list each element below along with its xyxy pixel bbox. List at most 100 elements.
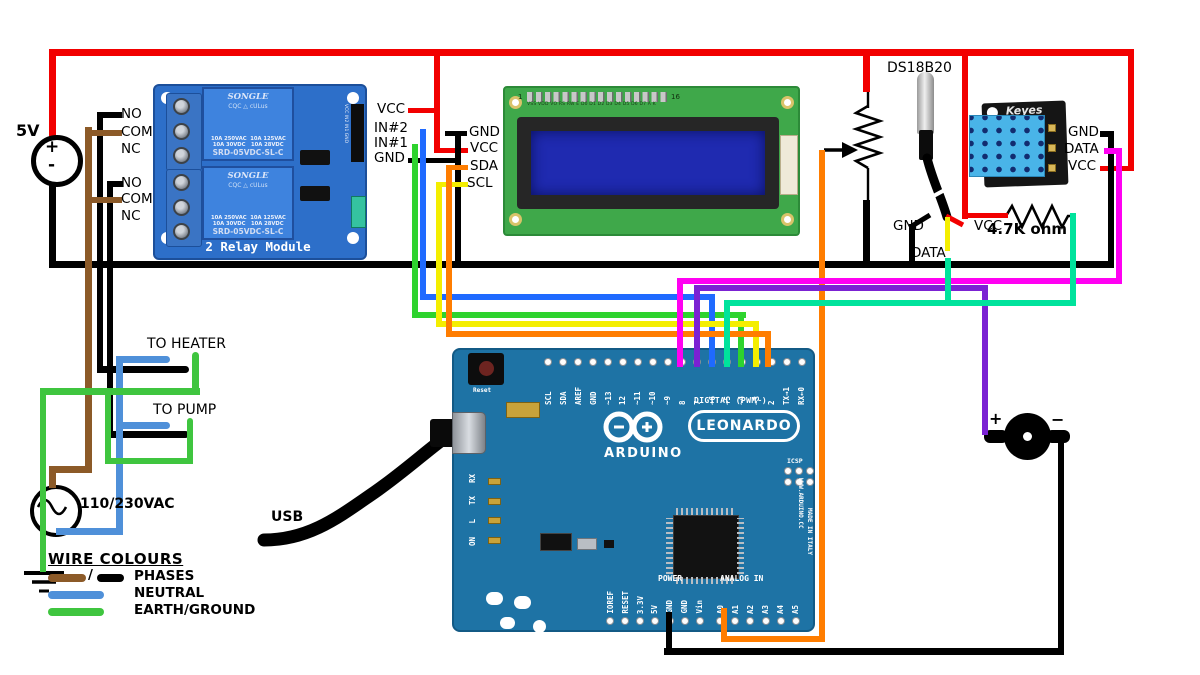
wire-earth-main-horiz bbox=[40, 388, 200, 395]
pin-dot bbox=[173, 98, 190, 115]
dht11-sensor-block bbox=[969, 115, 1045, 177]
pin-dot bbox=[806, 467, 814, 475]
oscillator bbox=[506, 402, 540, 418]
relay-in1-label: IN#1 bbox=[374, 135, 408, 151]
wire-black-buzzer-vert bbox=[1058, 436, 1064, 654]
pump-label: TO PUMP bbox=[153, 402, 217, 418]
relay-gnd-label: GND bbox=[374, 150, 405, 166]
wire-red-top-bus bbox=[49, 49, 1134, 56]
analog-pin-label: A4 bbox=[776, 604, 785, 614]
pin-dot bbox=[621, 617, 629, 625]
digital-caption: DIGITAL (PWM~) bbox=[694, 396, 768, 405]
pin-dot bbox=[761, 617, 770, 625]
status-leds bbox=[488, 478, 501, 544]
ds18b20-data-label: DATA bbox=[911, 245, 946, 261]
pin-dot bbox=[1048, 124, 1056, 132]
wire-purple-pin7-drop bbox=[694, 285, 700, 367]
dht11-data-label: DATA bbox=[1064, 141, 1099, 157]
wire-spring-ds-data-drop bbox=[945, 258, 951, 306]
relay2-no-label: NO bbox=[121, 175, 142, 191]
digital-pin-label: SDA bbox=[558, 391, 568, 405]
wire-orange-pin2-drop bbox=[765, 331, 771, 367]
wire-red-relay-vcc bbox=[408, 108, 436, 113]
wire-brown-vert bbox=[85, 127, 92, 473]
wire-yellow-vert bbox=[436, 182, 442, 326]
lcd-scl-label: SCL bbox=[467, 175, 493, 191]
mount-hole bbox=[533, 620, 546, 633]
wire-brown-jog-vert bbox=[49, 466, 56, 488]
pin-dot bbox=[488, 497, 501, 505]
relay-opto-ic-1 bbox=[300, 150, 330, 165]
ds18b20-probe-tube bbox=[917, 72, 934, 134]
mount-hole bbox=[500, 617, 515, 629]
wire-black-pump-stub bbox=[107, 431, 189, 438]
power-pin-label: 5V bbox=[650, 604, 660, 614]
model-badge: LEONARDO bbox=[688, 410, 800, 442]
usb-label: USB bbox=[271, 509, 304, 525]
pin-dot bbox=[488, 517, 501, 525]
lcd-pin-strip bbox=[527, 92, 669, 102]
relay1-no-label: NO bbox=[121, 106, 142, 122]
led-label: RX bbox=[468, 474, 477, 484]
wire-brown-com2 bbox=[92, 197, 122, 203]
wire-blue-pin6-drop bbox=[709, 294, 715, 367]
wire-blue-horiz bbox=[420, 294, 715, 300]
heater-label: TO HEATER bbox=[147, 336, 227, 352]
wire-red-lcd-vcc bbox=[438, 148, 468, 153]
lcd-pin-first: 1 bbox=[518, 93, 523, 101]
pin-dot bbox=[173, 147, 190, 164]
analog-pin-holes bbox=[716, 617, 800, 627]
pin-dot bbox=[795, 478, 803, 486]
wire-orange-a0-drop bbox=[721, 608, 727, 642]
legend-swatch-phase-black bbox=[97, 574, 124, 582]
ds18b20-gnd-label: GND bbox=[893, 218, 924, 234]
pin-dot bbox=[784, 467, 792, 475]
wire-red-5v-drop bbox=[49, 49, 56, 138]
wire-yellow-horiz bbox=[436, 321, 759, 327]
wire-brown-com1 bbox=[92, 130, 122, 136]
legend-earth-label: EARTH/GROUND bbox=[134, 602, 256, 618]
pin-dot bbox=[731, 617, 740, 625]
wire-spring-resistor-riser bbox=[1070, 213, 1076, 306]
wire-earth-pump-riser bbox=[187, 418, 193, 464]
wire-green-in1-vert bbox=[412, 144, 418, 318]
lcd-screen bbox=[531, 131, 765, 195]
smd-component-2 bbox=[577, 538, 597, 550]
pin-dot bbox=[173, 198, 190, 216]
pin-dot bbox=[783, 358, 791, 366]
wire-black-dht-gnd-vert bbox=[1108, 131, 1114, 268]
pin-dot bbox=[1048, 164, 1056, 172]
led-label: ON bbox=[468, 536, 477, 546]
relay-cert-marks: CQC △ cULus bbox=[228, 103, 268, 110]
wire-magenta-horiz bbox=[677, 278, 1122, 284]
digital-pin-label: SCL bbox=[544, 391, 553, 405]
wire-green-horiz bbox=[412, 312, 746, 318]
icsp-label: ICSP bbox=[787, 457, 803, 465]
relay-terminal-screws-1 bbox=[173, 98, 190, 164]
pin-dot bbox=[696, 617, 704, 625]
relay2-nc-label: NC bbox=[121, 208, 141, 224]
relay2-com-label: COM bbox=[121, 191, 153, 207]
wire-black-no1-vert bbox=[97, 112, 103, 373]
power-caption: POWER bbox=[658, 574, 683, 583]
wire-brown-jog-horiz bbox=[49, 466, 92, 473]
led-label: TX bbox=[468, 496, 477, 506]
dht11-gnd-label: GND bbox=[1068, 124, 1099, 140]
arduino-model: LEONARDO bbox=[696, 418, 792, 434]
wire-red-relay-vert bbox=[434, 52, 440, 153]
wire-yellow-ds-data-stub bbox=[945, 217, 950, 251]
pin-dot bbox=[618, 358, 627, 366]
relay-opto-ic-2 bbox=[300, 186, 330, 201]
pin-dot bbox=[173, 223, 190, 240]
relay-jumper bbox=[351, 196, 366, 228]
wire-orange-pot-vert bbox=[819, 150, 825, 642]
relay-cube-2: SONGLE CQC △ cULus 10A 250VAC 10A 125VAC… bbox=[202, 166, 294, 240]
lcd-pin-last: 16 bbox=[671, 93, 680, 101]
wire-magenta-dht-hook bbox=[1104, 148, 1120, 154]
mount-hole bbox=[486, 592, 503, 605]
usb-port bbox=[452, 412, 486, 454]
wire-black-5v-minus bbox=[49, 176, 56, 268]
relay1-com-label: COM bbox=[121, 124, 153, 140]
wire-black-gnd-bus bbox=[49, 261, 1114, 268]
digital-pin-label: ~9 bbox=[663, 395, 672, 405]
